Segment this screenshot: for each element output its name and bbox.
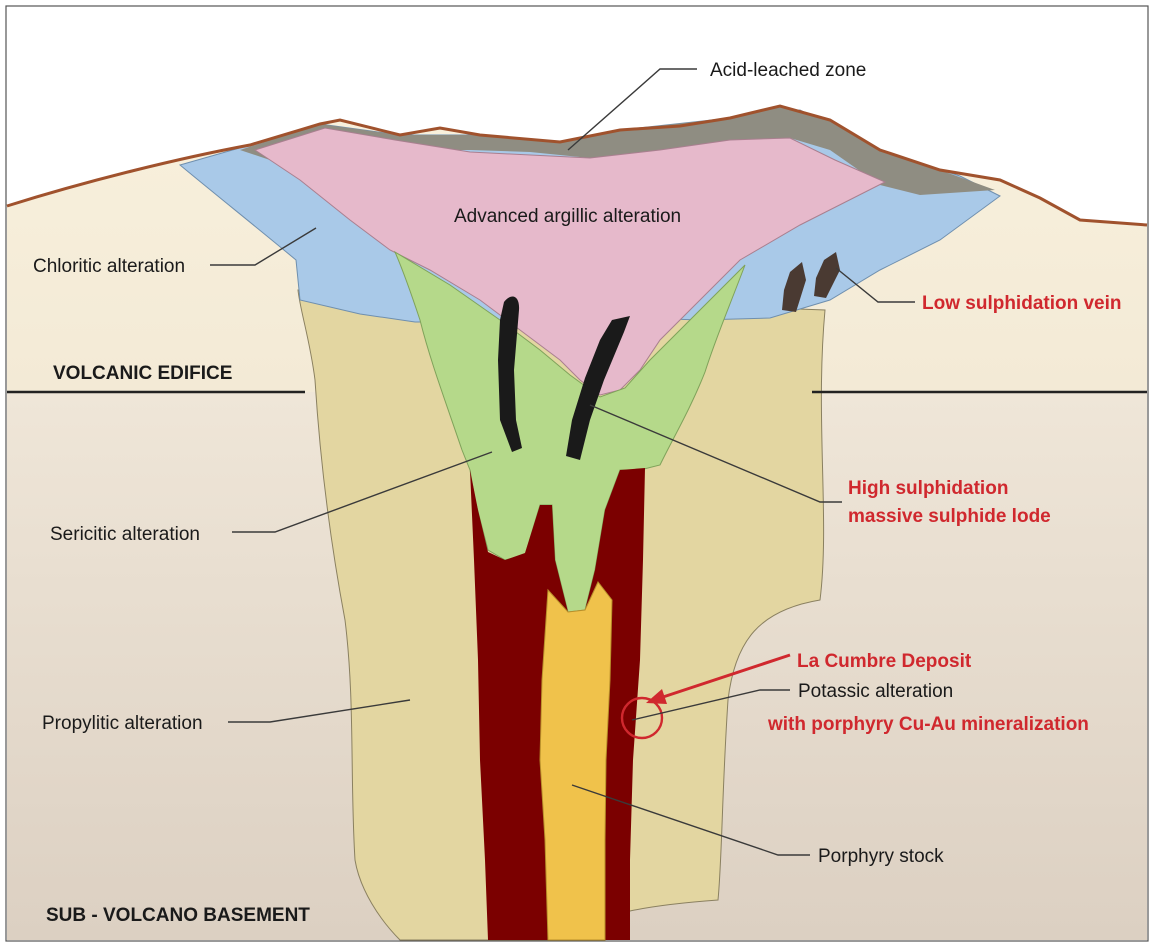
label-high-sulphidation-1: High sulphidation	[848, 478, 1008, 499]
label-advanced-argillic: Advanced argillic alteration	[454, 206, 681, 227]
label-porphyry-mineralization: with porphyry Cu-Au mineralization	[767, 714, 1089, 735]
label-high-sulphidation-2: massive sulphide lode	[848, 506, 1051, 527]
label-sub-volcano-basement: SUB - VOLCANO BASEMENT	[46, 905, 310, 926]
label-la-cumbre-deposit: La Cumbre Deposit	[797, 651, 972, 672]
label-propylitic-alteration: Propylitic alteration	[42, 713, 203, 734]
porphyry-stock-zone	[540, 582, 612, 940]
label-sericitic-alteration: Sericitic alteration	[50, 524, 200, 545]
label-low-sulphidation-vein: Low sulphidation vein	[922, 293, 1122, 314]
label-potassic-alteration: Potassic alteration	[798, 681, 953, 702]
label-chloritic-alteration: Chloritic alteration	[33, 256, 185, 277]
label-volcanic-edifice: VOLCANIC EDIFICE	[53, 363, 232, 384]
label-porphyry-stock: Porphyry stock	[818, 846, 944, 867]
label-acid-leached-zone: Acid-leached zone	[710, 60, 866, 81]
